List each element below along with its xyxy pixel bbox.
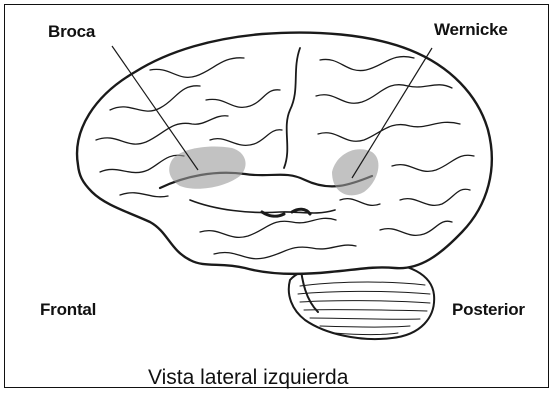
diagram-caption: Vista lateral izquierda	[148, 366, 348, 390]
wernicke-label: Wernicke	[434, 20, 508, 40]
broca-label: Broca	[48, 22, 95, 42]
posterior-label: Posterior	[452, 300, 525, 320]
brain-outline	[77, 33, 492, 274]
frontal-label: Frontal	[40, 300, 96, 320]
